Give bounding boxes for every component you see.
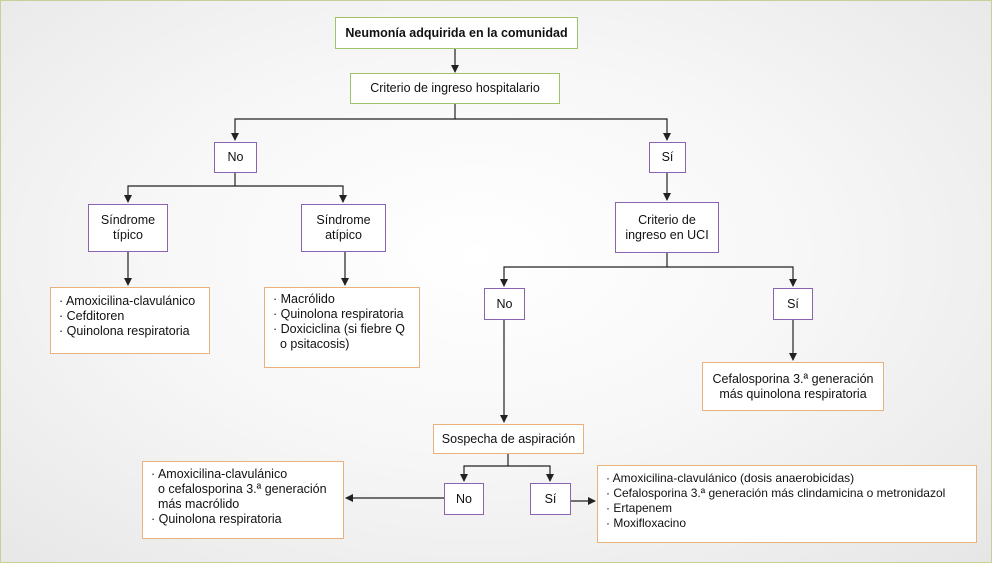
- criterio-hospitalario-node: Criterio de ingreso hospitalario: [350, 73, 560, 104]
- no-hospital-label: No: [227, 150, 244, 164]
- criterio-uci-node: Criterio de ingreso en UCI: [615, 202, 719, 253]
- sospecha-aspiracion-node: Sospecha de aspiración: [433, 424, 584, 454]
- si-aspiracion-node: Sí: [530, 483, 571, 515]
- tratamiento-si-asp-item: · Amoxicilina-clavulánico (dosis anaerob…: [606, 471, 855, 485]
- tratamiento-si-asp-item: · Ertapenem: [606, 501, 673, 515]
- si-hospital-node: Sí: [649, 142, 686, 173]
- tratamiento-no-asp-item: o cefalosporina 3.ª generación: [151, 482, 327, 496]
- arrow-no-tipico: [124, 173, 236, 203]
- si-uci-label: Sí: [787, 296, 799, 311]
- tratamiento-si-asp-item: · Cefalosporina 3.ª generación más clind…: [606, 486, 946, 500]
- tratamiento-no-aspiracion-box: · Amoxicilina-clavulánico o cefalosporin…: [142, 461, 344, 539]
- tratamiento-no-asp-item: · Amoxicilina-clavulánico: [151, 467, 288, 481]
- no-aspiracion-node: No: [444, 483, 484, 515]
- arrow-criterio-si: [455, 118, 671, 141]
- tratamiento-tipico-item: · Cefditoren: [59, 309, 125, 323]
- tratamiento-uci-line2: más quinolona respiratoria: [719, 386, 867, 401]
- tratamiento-atipico-item: · Quinolona respiratoria: [273, 307, 404, 321]
- sindrome-tipico-node: Síndrome típico: [88, 204, 168, 252]
- no-uci-node: No: [484, 288, 525, 320]
- tratamiento-tipico-item: · Amoxicilina-clavulánico: [59, 294, 196, 308]
- si-hospital-label: Sí: [661, 150, 674, 164]
- no-hospital-node: No: [214, 142, 257, 173]
- sindrome-atipico-line2: atípico: [325, 228, 362, 242]
- tratamiento-no-asp-item: más macrólido: [151, 497, 240, 511]
- tratamiento-atipico-item: o psitacosis): [273, 337, 350, 351]
- sindrome-tipico-line1: Síndrome: [100, 213, 156, 227]
- sospecha-aspiracion-label: Sospecha de aspiración: [441, 431, 576, 446]
- arrow-sospecha-si: [508, 465, 554, 482]
- sindrome-tipico-line2: típico: [113, 228, 143, 242]
- root-node: Neumonía adquirida en la comunidad: [335, 17, 578, 49]
- tratamiento-atipico-box: · Macrólido · Quinolona respiratoria · D…: [264, 287, 420, 368]
- tratamiento-uci-box: Cefalosporina 3.ª generación más quinolo…: [702, 362, 884, 411]
- tratamiento-no-asp-item: · Quinolona respiratoria: [151, 512, 282, 526]
- tratamiento-atipico-item: · Macrólido: [273, 292, 335, 306]
- tratamiento-atipico-item: · Doxiciclina (si fiebre Q: [273, 322, 405, 336]
- criterio-uci-line2: ingreso en UCI: [625, 227, 709, 242]
- tratamiento-tipico-item: · Quinolona respiratoria: [59, 324, 190, 338]
- tratamiento-si-aspiracion-box: · Amoxicilina-clavulánico (dosis anaerob…: [597, 465, 977, 543]
- arrow-uci-no: [500, 253, 668, 287]
- arrow-no-atipico: [235, 185, 347, 203]
- arrow-criterio-no: [231, 104, 456, 141]
- root-node-label: Neumonía adquirida en la comunidad: [345, 25, 568, 40]
- si-uci-node: Sí: [773, 288, 813, 320]
- criterio-hospitalario-label: Criterio de ingreso hospitalario: [370, 81, 540, 95]
- sindrome-atipico-node: Síndrome atípico: [301, 204, 386, 252]
- no-uci-label: No: [496, 296, 513, 311]
- criterio-uci-line1: Criterio de: [638, 212, 696, 227]
- arrow-sospecha-no: [460, 454, 509, 482]
- tratamiento-uci-line1: Cefalosporina 3.ª generación: [712, 371, 874, 386]
- sindrome-atipico-line1: Síndrome: [316, 213, 371, 227]
- tratamiento-si-asp-item: · Moxifloxacino: [606, 516, 687, 530]
- tratamiento-tipico-box: · Amoxicilina-clavulánico · Cefditoren ·…: [50, 287, 210, 354]
- no-aspiracion-label: No: [456, 491, 472, 506]
- si-aspiracion-label: Sí: [544, 491, 557, 506]
- arrow-uci-si: [667, 266, 797, 287]
